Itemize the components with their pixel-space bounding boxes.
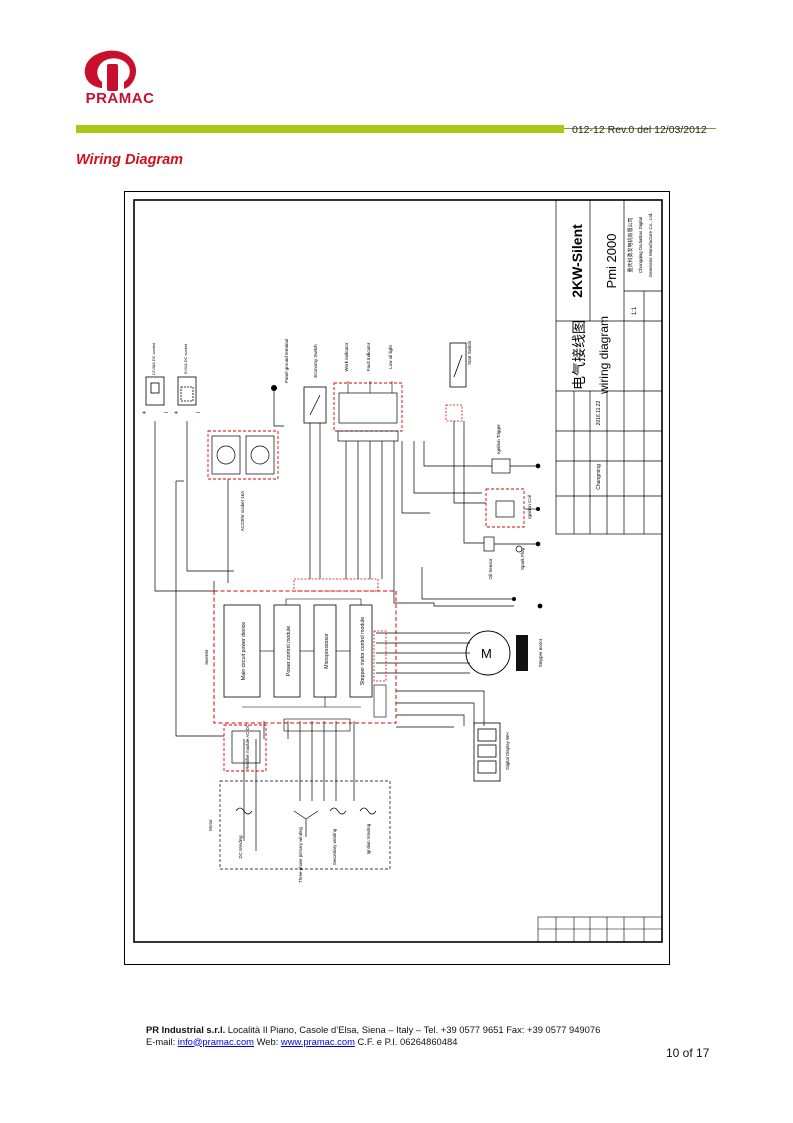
low-oil-light-label: Low oil light — [388, 344, 393, 368]
ignition-trigger — [491, 458, 541, 474]
title-block — [555, 199, 663, 535]
ignition-winding-label: Ignition Winding — [366, 823, 371, 854]
plus-sign-2: + — [174, 410, 178, 417]
oil-sensor-label: Oil Sensor — [488, 558, 493, 580]
economy-switch-label: Economy Switch — [313, 344, 318, 378]
drawing-date: 2016.11.22 — [596, 400, 602, 425]
model-code: Pmi 2000 — [604, 234, 619, 289]
ignition-coil-label: Ignition Coil — [527, 495, 532, 519]
start-switch-label: Start Switch — [467, 341, 472, 366]
dc-socket-5v-label: 5V/2A DC socket — [183, 343, 188, 374]
stepper-motor — [465, 630, 528, 676]
footer-email-label: E-mail: — [146, 1035, 178, 1047]
logo-wordmark: PRAMAC — [85, 90, 155, 107]
footer-company: PR Industrial s.r.l. — [146, 1024, 226, 1035]
indicator-panel — [333, 381, 403, 442]
footer-address-line: PR Industrial s.r.l. Località Il Piano, … — [146, 1024, 600, 1036]
rectifier-block — [223, 724, 267, 772]
dc-socket-12v-label: 12V/8A DC socket — [151, 342, 156, 375]
power-control-label: Power control module — [286, 626, 292, 676]
ignition-trigger-label: Ignition Trigger — [496, 424, 501, 454]
page-title: Wiring Diagram — [76, 152, 184, 168]
company-name-en-2: Generator Manufacture Co., Ltd. — [648, 213, 653, 278]
header-thin-rule — [564, 128, 716, 129]
page-number: 10 of 17 — [666, 1046, 710, 1060]
secondary-winding-label: Secondary winding — [332, 828, 337, 865]
economy-switch — [303, 386, 327, 424]
footer-address: Località Il Piano, Casole d’Elsa, Siena … — [225, 1024, 601, 1035]
dc-winding-label: DC Winding — [238, 835, 243, 859]
start-switch — [445, 342, 467, 422]
company-name-en-1: Chongqing DaJiaBao Digital — [638, 217, 643, 273]
motor-label: Motor — [208, 819, 213, 831]
footer-web-link[interactable]: www.pramac.com — [280, 1035, 355, 1047]
dc-socket-12v — [145, 376, 165, 406]
scale-value: 1:1 — [632, 306, 638, 315]
inverter-label: Inverter — [204, 649, 209, 665]
company-name-cn: 重庆科勇发电机有限公司 — [627, 217, 634, 272]
panel-ground-label: Panel ground terminal — [284, 339, 289, 383]
drawing-name-cn: 电气接线图 — [571, 320, 587, 390]
ac-socket — [207, 430, 279, 480]
digital-display-label: Digital Display WH — [505, 732, 510, 769]
wiring-harness — [154, 391, 514, 851]
minus-sign-1: − — [164, 410, 168, 417]
stepper-control-label: Stepper motor control module — [360, 617, 366, 685]
drawn-by: Changming — [596, 464, 602, 490]
header-green-rule — [76, 125, 564, 133]
page-footer: PR Industrial s.r.l. Località Il Piano, … — [146, 1024, 600, 1047]
footer-vat: C.F. e P.I. 06264860484 — [354, 1035, 458, 1047]
spark-plug — [483, 536, 541, 553]
dc-socket-5v — [177, 376, 197, 406]
model-name: 2KW-Silent — [569, 224, 585, 298]
drawing-name-en: wiring diagram — [597, 316, 611, 395]
main-circuit-label: Main circuit power device — [241, 622, 247, 680]
ac-socket-label: AC230V socket 16A — [240, 491, 245, 531]
wiring-diagram: 2KW-Silent Pmi 2000 重庆科勇发电机有限公司 Chongqin… — [124, 191, 670, 965]
rectifier-label: Rectifier module AC-DC — [245, 724, 250, 770]
motor-windings-block — [219, 780, 391, 870]
plus-sign-1: + — [142, 410, 146, 417]
spark-plug-label: Spark Plug — [520, 547, 525, 570]
fault-indicator-label: Fault Indicator — [366, 342, 371, 371]
stepper-motor-label: Stepper motor — [538, 638, 543, 667]
document-reference: 012-12 Rev.0 del 12/03/2012 — [572, 124, 707, 136]
pramac-logo-icon — [84, 50, 137, 91]
footer-web-label: Web: — [254, 1035, 281, 1047]
motor-m-symbol: M — [481, 646, 492, 661]
three-phase-label: Three-phase primary winding — [298, 827, 303, 883]
ignition-coil — [485, 488, 540, 528]
footer-contact-line: E-mail: info@pramac.com Web: www.pramac.… — [146, 1036, 600, 1048]
work-indicator-label: Work Indicator — [344, 342, 349, 371]
revision-table — [537, 916, 663, 943]
minus-sign-2: − — [196, 410, 200, 417]
digital-display — [473, 722, 501, 782]
microprocessor-label: Microprocessor — [324, 633, 330, 669]
footer-email-link[interactable]: info@pramac.com — [177, 1035, 254, 1047]
